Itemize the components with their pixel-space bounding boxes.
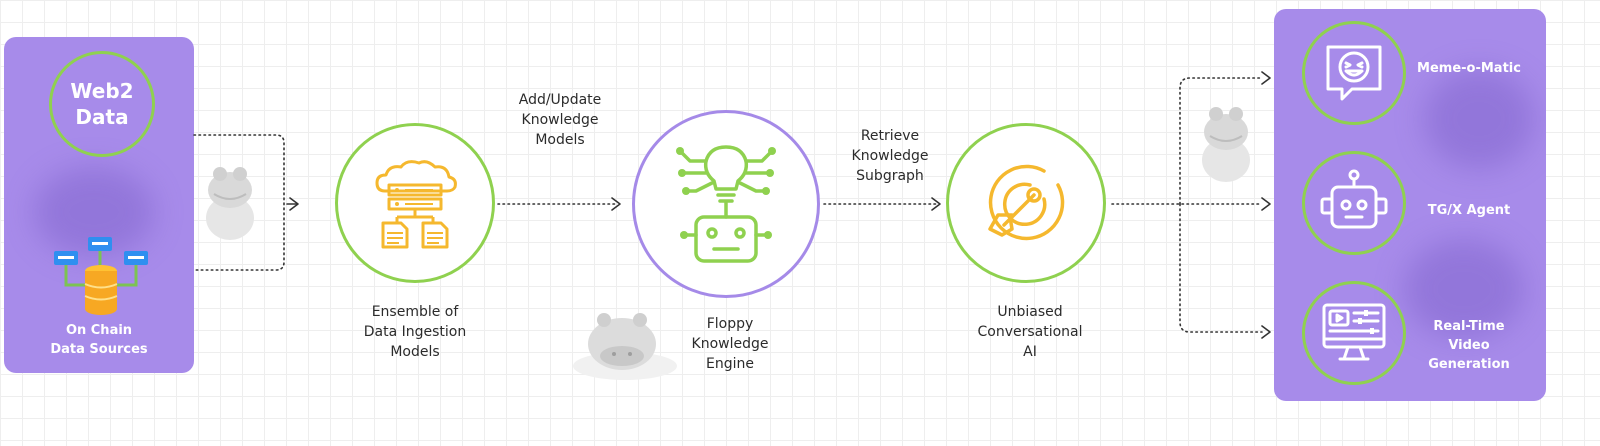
outputs-panel: Meme-o-Matic TG/X Agent <box>1274 9 1546 401</box>
knowledge-engine-ring <box>632 110 820 298</box>
video-editor-monitor-icon <box>1322 303 1386 361</box>
meme-o-matic-ring <box>1302 21 1406 125</box>
target-arrow-icon <box>988 164 1065 241</box>
meme-o-matic-label: Meme-o-Matic <box>1417 61 1521 76</box>
tg-x-agent-label: TG/X Agent <box>1427 203 1511 218</box>
frog-mascot-right-icon <box>1202 107 1250 182</box>
tg-x-agent-ring <box>1302 151 1406 255</box>
video-generation-ring <box>1302 281 1406 385</box>
frog-mascot-icon <box>206 167 254 240</box>
ingestion-models-label: Ensemble of Data Ingestion Models <box>363 304 467 360</box>
hippo-mascot-icon <box>573 313 677 380</box>
on-chain-data-label: On Chain Data Sources <box>50 323 148 357</box>
robot-head-icon <box>1320 169 1388 229</box>
ingestion-models-ring <box>335 123 495 283</box>
web2-data-ring: Web2 Data <box>49 51 155 157</box>
video-generation-label: Real-Time Video Generation <box>1428 319 1510 372</box>
knowledge-engine-label: Floppy Knowledge Engine <box>691 316 769 372</box>
web2-data-label: Web2 Data <box>70 79 134 129</box>
lightbulb-robot-icon <box>676 145 776 263</box>
database-network-icon <box>54 237 148 315</box>
retrieve-knowledge-label: Retrieve Knowledge Subgraph <box>851 128 929 184</box>
data-sources-panel: Web2 Data On Chain Data Sources <box>4 37 194 373</box>
conversational-ai-label: Unbiased Conversational AI <box>977 304 1083 360</box>
conversational-ai-ring <box>946 123 1106 283</box>
cloud-server-documents-icon <box>375 160 457 249</box>
laughing-face-chat-icon <box>1326 45 1382 101</box>
add-update-knowledge-label: Add/Update Knowledge Models <box>518 92 602 148</box>
